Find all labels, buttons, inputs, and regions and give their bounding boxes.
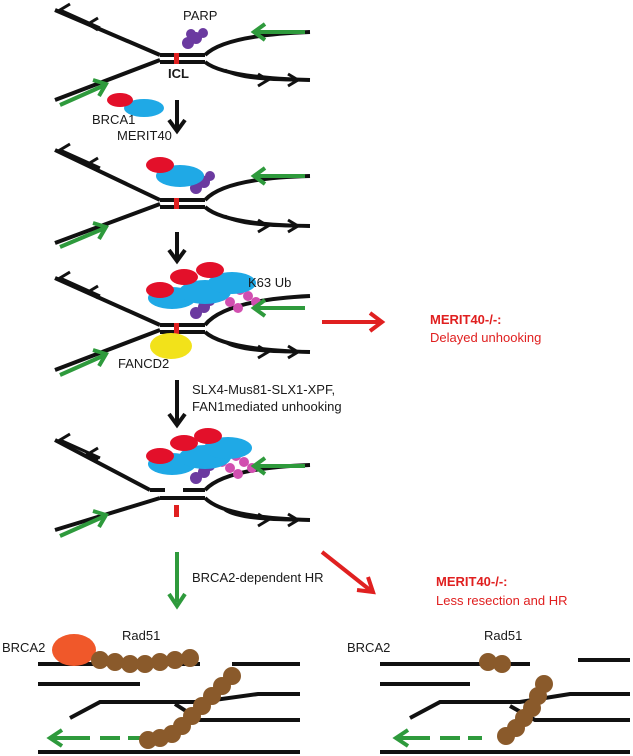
stage-1-fork <box>54 2 311 107</box>
step-arrow-1 <box>167 100 187 135</box>
brca2-right-label: BRCA2 <box>347 640 390 655</box>
delayed-outcome-title: MERIT40-/-: <box>430 312 502 327</box>
outcome-arrow-delayed <box>322 311 386 333</box>
unhooking-label-1: SLX4-Mus81-SLX1-XPF, <box>192 382 335 397</box>
rad51-filament-short <box>479 653 553 745</box>
rad51-filament <box>91 649 241 749</box>
brca1-label: BRCA1 <box>92 112 135 127</box>
rad51-right-label: Rad51 <box>484 628 522 643</box>
hr-right-panel <box>380 653 630 754</box>
resection-outcome-text: Less resection and HR <box>436 593 568 608</box>
outcome-arrow-resection <box>320 550 376 595</box>
step-arrow-3 <box>167 380 187 429</box>
brca1-icon <box>107 93 133 107</box>
hr-left-panel <box>38 634 300 754</box>
resection-outcome-title: MERIT40-/-: <box>436 574 508 589</box>
brca2-left-label: BRCA2 <box>2 640 45 655</box>
merit40-icon <box>124 99 164 117</box>
fancd2-label: FANCD2 <box>118 356 169 371</box>
parp-icon <box>182 28 208 49</box>
delayed-outcome-text: Delayed unhooking <box>430 330 541 345</box>
unhooking-label-2: FAN1mediated unhooking <box>192 399 342 414</box>
hr-step-arrow <box>167 552 187 610</box>
merit40-label: MERIT40 <box>117 128 172 143</box>
fancd2-icon <box>150 333 192 359</box>
icl-mark <box>174 53 179 64</box>
stage-4-fork <box>54 428 311 538</box>
hr-step-label: BRCA2-dependent HR <box>192 570 324 585</box>
brca2-icon <box>52 634 96 666</box>
rad51-left-label: Rad51 <box>122 628 160 643</box>
step-arrow-2 <box>167 232 187 265</box>
stage-2-fork <box>54 142 311 249</box>
k63ub-label: K63 Ub <box>248 275 291 290</box>
stage-3-fork <box>54 262 311 377</box>
icl-label: ICL <box>168 66 189 81</box>
parp-label: PARP <box>183 8 217 23</box>
